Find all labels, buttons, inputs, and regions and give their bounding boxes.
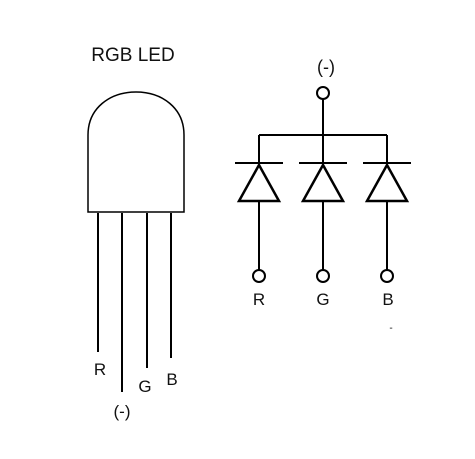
schematic-label-g: G [316,290,329,309]
led-body [87,91,185,213]
led-pin-label-b: B [166,370,177,389]
green-diode-symbol [300,162,346,203]
led-pin-label-g: G [138,377,151,396]
blue-diode-symbol [364,162,410,203]
stray-mark: - [389,323,392,334]
red-terminal [252,269,266,283]
schematic-label-b: B [382,290,393,309]
led-title: RGB LED [91,45,174,66]
common-terminal [316,86,330,100]
green-terminal [316,269,330,283]
led-pin-label-common: (-) [114,402,131,421]
schematic-label-r: R [253,290,265,309]
red-diode-symbol [236,162,282,203]
led-pin-label-r: R [94,360,106,379]
schematic-common-label: (-) [317,57,335,77]
blue-terminal [380,269,394,283]
